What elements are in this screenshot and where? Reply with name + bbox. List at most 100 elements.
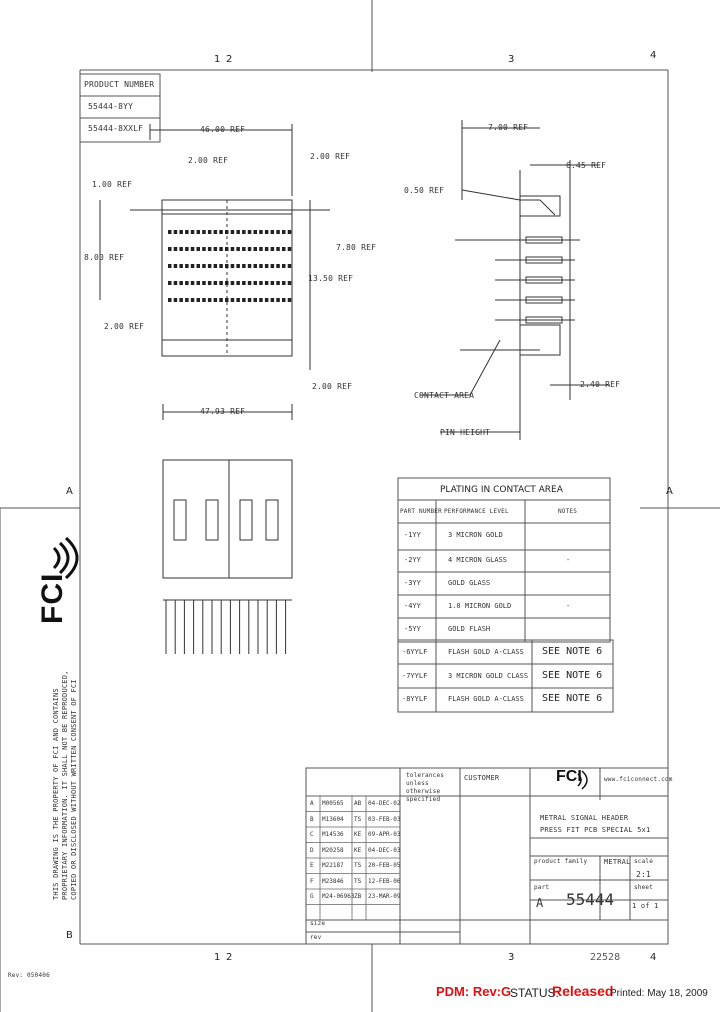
pin-hole: [196, 247, 200, 251]
printed-date: Printed: May 18, 2009: [610, 988, 708, 999]
pin-hole: [282, 281, 286, 285]
description-line-1: METRAL SIGNAL HEADER: [540, 814, 629, 822]
plating-note-cell: SEE NOTE 6: [542, 670, 603, 681]
lower-legs: [165, 600, 287, 654]
pin-hole: [202, 298, 206, 302]
revision-cell: D: [310, 846, 314, 854]
plating-note-cell: -7YYLF: [402, 672, 428, 680]
size-label: size: [310, 920, 326, 927]
dim-body-height: 7.80 REF: [336, 243, 377, 252]
pin-hole: [202, 281, 206, 285]
pin-hole: [270, 264, 275, 268]
pin-hole: [242, 247, 246, 251]
pin-hole: [264, 298, 269, 302]
small-logo-arcs: [577, 770, 588, 790]
dim-height-left: 8.00 REF: [84, 253, 125, 262]
status-value: Released: [552, 983, 614, 999]
revision-cell: M20258: [322, 846, 344, 854]
pin-hole: [190, 264, 195, 268]
grid-col-label-1: 1: [214, 54, 221, 65]
dim-side-width: 7.00 REF: [488, 123, 529, 132]
plating-header-part: PART NUMBER: [400, 508, 442, 515]
pin-hole: [207, 230, 212, 234]
status-label: STATUS:: [510, 986, 559, 1000]
grid-row-label-a: A: [66, 486, 73, 497]
plating-cell: -2YY: [404, 556, 421, 564]
dim-contact-area: CONTACT AREA: [414, 391, 475, 400]
pin-hole: [202, 230, 206, 234]
pin-hole: [276, 230, 280, 234]
pin-hole: [179, 264, 183, 268]
plating-header-level: PERFORMANCE LEVEL: [444, 508, 509, 515]
pin-hole: [202, 247, 206, 251]
grid-row-label-a-right: A: [666, 486, 673, 497]
pin-hole: [259, 230, 263, 234]
revision-cell: M23846: [322, 877, 344, 885]
pin-hole: [236, 298, 240, 302]
pin-hole: [230, 247, 235, 251]
pin-hole: [225, 298, 229, 302]
revision-cell: A: [310, 800, 314, 807]
pin-hole: [270, 230, 275, 234]
pin-hole: [253, 264, 257, 268]
pin-hole: [225, 230, 229, 234]
plating-note-cell: -8YYLF: [402, 695, 428, 703]
part-number: 55444: [566, 890, 615, 909]
pin-hole: [270, 298, 275, 302]
revision-cell: TS: [354, 815, 362, 823]
pin-hole: [225, 264, 229, 268]
pin-hole: [242, 298, 246, 302]
pin-hole: [185, 230, 189, 234]
customer-label: CUSTOMER: [464, 774, 500, 782]
pin-hole: [287, 230, 292, 234]
pin-hole: [219, 298, 223, 302]
pin-hole: [287, 247, 292, 251]
pin-hole: [264, 230, 269, 234]
plating-note-cell: SEE NOTE 6: [542, 646, 603, 657]
fci-logo-small: FCI: [556, 768, 582, 785]
revision-cell: M14536: [322, 831, 344, 838]
pin-hole: [259, 281, 263, 285]
size-value: A: [536, 896, 544, 910]
front-view: [99, 124, 330, 370]
plating-cell: 1.0 MICRON GOLD: [448, 602, 512, 610]
pin-hole: [213, 298, 218, 302]
logo-signal-arcs: [52, 536, 79, 580]
pin-hole: [230, 281, 235, 285]
pin-hole: [282, 298, 286, 302]
revision-cell: G: [310, 893, 314, 900]
pin-hole: [270, 281, 275, 285]
pin-hole: [247, 264, 252, 268]
dim-left-ref: 1.00 REF: [92, 180, 133, 189]
pin-hole: [253, 247, 257, 251]
pin-hole: [179, 230, 183, 234]
pin-hole: [173, 230, 178, 234]
revision-cell: 04-DEC-02: [368, 800, 401, 807]
plating-cell: 3 MICRON GOLD: [448, 531, 503, 539]
pin-hole: [173, 264, 178, 268]
corner-rev: Rev: 050406: [8, 972, 50, 979]
pin-grid: [168, 230, 292, 302]
revision-cell: 12-FEB-06: [368, 877, 401, 885]
revision-cell: 23-MAR-09: [368, 893, 401, 900]
pin-hole: [207, 281, 212, 285]
dim-height-mid: 13.50 REF: [308, 274, 354, 283]
pin-hole: [173, 247, 178, 251]
pin-hole: [207, 264, 212, 268]
pin-hole: [264, 264, 269, 268]
proprietary-note: THIS DRAWING IS THE PROPERTY OF FCI AND …: [52, 670, 78, 900]
revision-cell: TS: [354, 862, 362, 869]
product-family-value: METRAL: [604, 858, 631, 866]
pin-hole: [230, 230, 235, 234]
lower-view: [162, 404, 293, 601]
pdm-rev: PDM: Rev:G: [436, 984, 512, 999]
product-number-header: PRODUCT NUMBER: [84, 80, 155, 89]
pin-hole: [196, 264, 200, 268]
pin-hole: [196, 281, 200, 285]
dim-top-width: 46.00 REF: [200, 125, 246, 134]
pin-hole: [179, 247, 183, 251]
revision-cell: B: [310, 815, 314, 823]
pin-hole: [230, 264, 235, 268]
pin-hole: [242, 230, 246, 234]
